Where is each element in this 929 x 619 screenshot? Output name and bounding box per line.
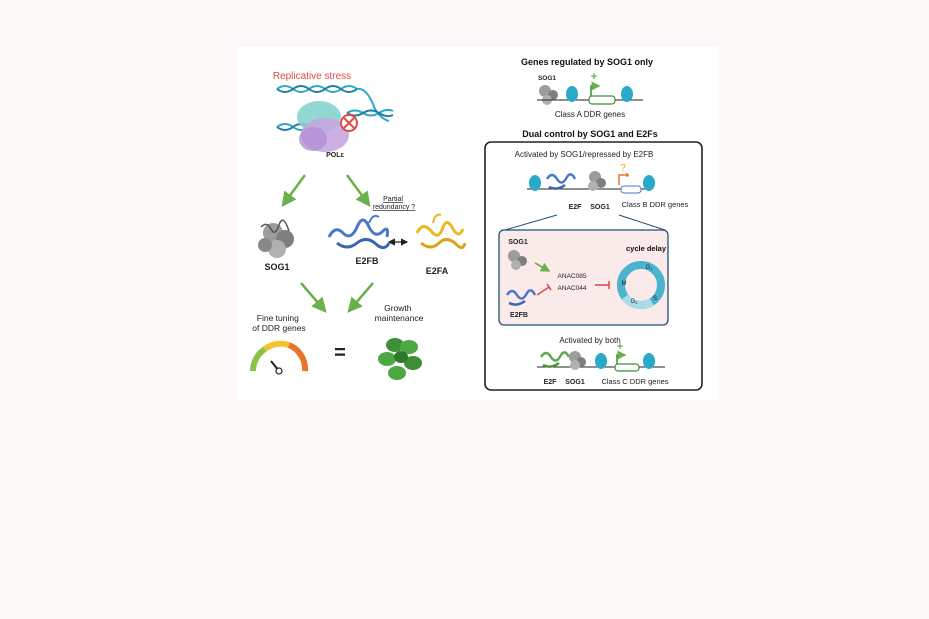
sog1-label-b: SOG1 bbox=[590, 204, 610, 211]
promoter-arrow-icon bbox=[590, 81, 601, 96]
nucleosome-icon bbox=[595, 353, 607, 369]
gauge-icon bbox=[249, 340, 309, 375]
nucleosome-icon bbox=[643, 353, 655, 369]
blocked-icon bbox=[340, 114, 358, 132]
dual-control-frame bbox=[484, 141, 703, 391]
gene-box-class-a bbox=[588, 95, 616, 105]
zoom-line-right bbox=[618, 214, 666, 231]
e2f-protein-c bbox=[539, 351, 571, 368]
dual-control-title: Dual control by SOG1 and E2Fs bbox=[522, 129, 658, 139]
inset-e2fb-label: E2FB bbox=[510, 312, 528, 319]
growth-maintenance-label: Growth maintenance bbox=[375, 303, 424, 323]
zoom-line-left bbox=[504, 214, 558, 231]
fine-tuning-label: Fine tuning of DDR genes bbox=[252, 313, 305, 333]
sog1-only-title: Genes regulated by SOG1 only bbox=[521, 57, 653, 67]
figure: Replicative stress POLε Partial redundan… bbox=[237, 47, 719, 400]
plus-sign-c: + bbox=[617, 341, 623, 353]
plant-rosette-icon bbox=[378, 338, 422, 380]
phase-s-label: S bbox=[653, 296, 657, 302]
activated-repressed-label: Activated by SOG1/repressed by E2FB bbox=[515, 150, 654, 159]
diagram-canvas: Replicative stress POLε Partial redundan… bbox=[249, 57, 703, 391]
arrow-to-e2fb bbox=[345, 174, 371, 208]
pol-epsilon-complex bbox=[297, 101, 349, 152]
dna-helix-top bbox=[276, 85, 390, 122]
question-mark: ? bbox=[620, 163, 626, 174]
inset-e2fb-protein bbox=[505, 289, 537, 306]
activated-both-label: Activated by both bbox=[559, 336, 620, 345]
e2fb-protein bbox=[327, 214, 391, 250]
replicative-stress-label: Replicative stress bbox=[273, 71, 351, 82]
anac044-label: ANAC044 bbox=[558, 285, 587, 292]
anac085-label: ANAC085 bbox=[558, 273, 587, 280]
cell-cycle-inhibition bbox=[595, 281, 610, 289]
e2fb-label: E2FB bbox=[355, 256, 379, 266]
sog1-protein-c bbox=[569, 351, 586, 370]
promoter-tbar-end-icon bbox=[625, 173, 629, 177]
activation-arrow bbox=[534, 262, 551, 272]
inset-sog1-label: SOG1 bbox=[508, 239, 528, 246]
cycle-delay-label: cycle delay bbox=[626, 244, 667, 253]
sog1-label: SOG1 bbox=[264, 262, 289, 272]
nucleosome-icon bbox=[621, 86, 633, 102]
nucleosome-icon bbox=[566, 86, 578, 102]
class-a-label: Class A DDR genes bbox=[555, 110, 625, 119]
partial-redundancy-label: Partial redundancy ? bbox=[373, 196, 416, 211]
phase-g1-label: G1 bbox=[646, 265, 654, 271]
class-b-label: Class B DDR genes bbox=[622, 200, 689, 209]
promoter-tbar-icon bbox=[618, 174, 625, 185]
inset-sog1-protein bbox=[508, 250, 527, 270]
e2fa-label: E2FA bbox=[426, 266, 449, 276]
cell-cycle-icon bbox=[617, 261, 665, 309]
sog1-small-label: SOG1 bbox=[538, 75, 556, 82]
class-c-label: Class C DDR genes bbox=[601, 377, 668, 386]
e2fa-protein bbox=[415, 213, 467, 250]
nucleosome-icon bbox=[643, 175, 655, 191]
sog1-protein-b bbox=[588, 171, 606, 191]
arrow-to-sog1 bbox=[281, 174, 307, 208]
equals-sign: = bbox=[334, 342, 346, 364]
phase-g2-label: G2 bbox=[631, 299, 639, 305]
e2f-label-b: E2F bbox=[569, 204, 583, 211]
plus-sign-a: + bbox=[591, 71, 597, 83]
nucleosome-icon bbox=[529, 175, 541, 191]
sog1-protein bbox=[258, 219, 294, 258]
e2f-protein-b bbox=[545, 173, 577, 190]
pol-epsilon-label: POLε bbox=[326, 152, 344, 159]
e2f-label-c: E2F bbox=[544, 379, 558, 386]
phase-m-label: M bbox=[622, 281, 627, 287]
sog1-label-c: SOG1 bbox=[565, 379, 585, 386]
promoter-arrow-icon bbox=[616, 350, 627, 364]
gene-box-class-c bbox=[614, 363, 640, 372]
sog1-protein-small bbox=[539, 85, 558, 105]
arrow-e2fb-converge bbox=[347, 282, 374, 313]
gene-box-class-b bbox=[620, 185, 642, 194]
arrow-sog1-converge bbox=[300, 282, 327, 313]
repression-arrow bbox=[536, 283, 552, 296]
